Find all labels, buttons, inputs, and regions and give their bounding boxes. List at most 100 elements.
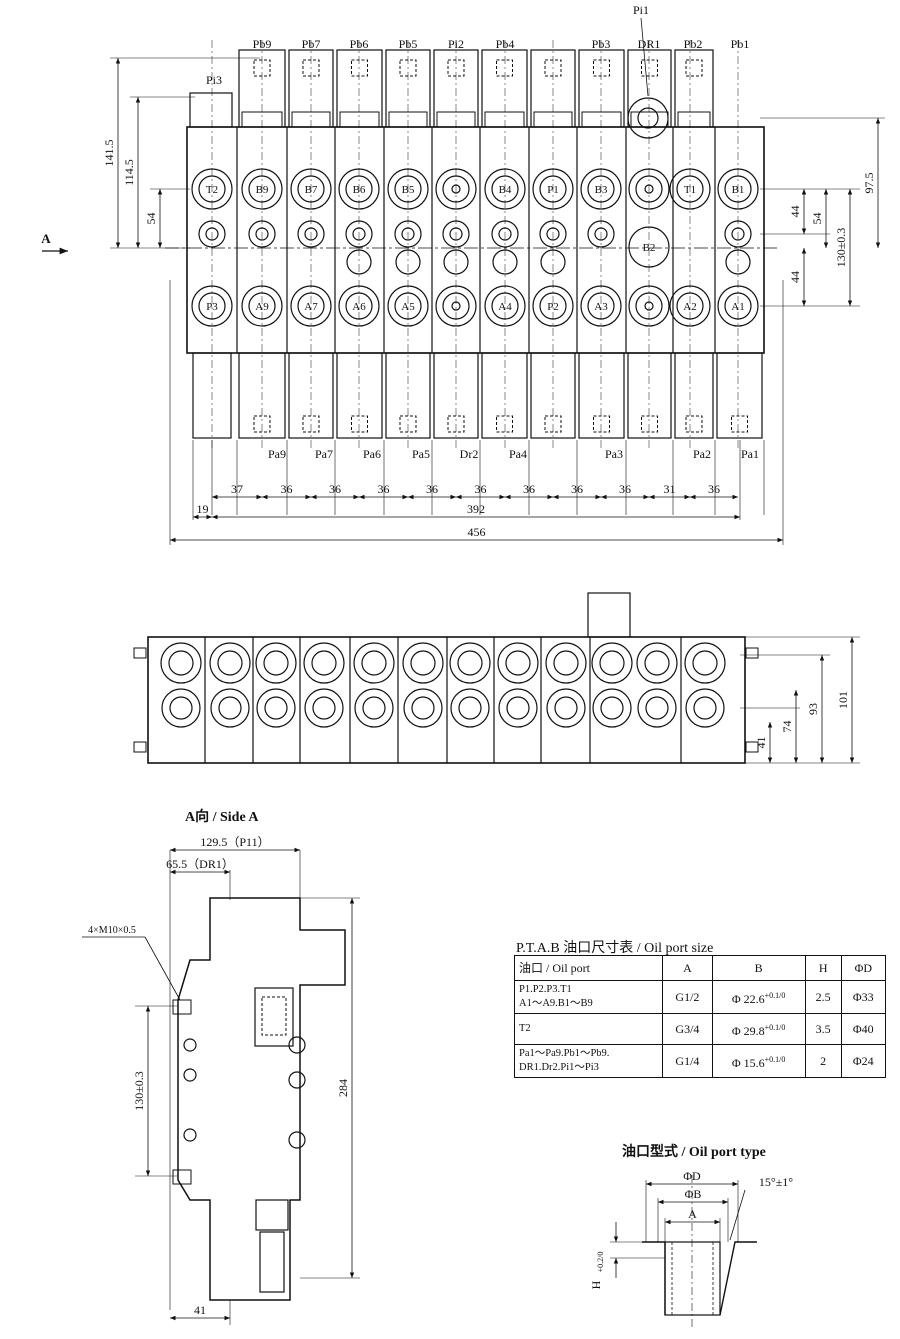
side-cover-port <box>261 996 287 1036</box>
front-port-boss <box>403 688 443 728</box>
front-port-boss <box>210 688 250 728</box>
spool-cap-bottom <box>238 352 286 439</box>
h-cell: 2.5 <box>804 980 842 1014</box>
dimension-19: 19 <box>197 502 209 516</box>
bottom-port-label: Pa5 <box>412 447 430 461</box>
pi1-port <box>637 107 659 129</box>
front-port-hole <box>693 696 717 720</box>
angle-label: 15°±1° <box>759 1175 793 1189</box>
port-line: Pa1～Pa9.Pb1～Pb9. <box>519 1048 610 1059</box>
port-cell: P1.P2.P3.T1 A1～A9.B1～B9 <box>513 980 664 1014</box>
bottom-port-label: Dr2 <box>460 447 479 461</box>
front-port-hole <box>263 650 289 676</box>
top-port-label: Pb2 <box>684 37 703 51</box>
spacing-dimension: 37 <box>231 482 243 496</box>
side-bolt <box>183 1128 197 1142</box>
port-square <box>496 415 513 433</box>
b-cell: Φ 29.8+0.1/0 <box>711 1013 806 1045</box>
port-square <box>351 59 368 77</box>
bottom-port-label: Pa9 <box>268 447 286 461</box>
col-header-d: ΦD <box>840 955 887 981</box>
col-header-h: H <box>804 955 842 981</box>
b-cell: Φ 15.6+0.1/0 <box>711 1044 806 1078</box>
front-bolt <box>133 647 147 659</box>
dimension-h-tol: +0.2/0 <box>596 1252 605 1273</box>
port-square <box>731 415 748 433</box>
bottom-port-label: Pa1 <box>741 447 759 461</box>
dimension-41-side: 41 <box>194 1303 206 1317</box>
front-relief-valve <box>587 592 631 638</box>
bottom-port-label: Pa2 <box>693 447 711 461</box>
bottom-port-label: Pa3 <box>605 447 623 461</box>
spool-cap-bottom <box>578 352 625 439</box>
top-port-label: Pb5 <box>399 37 418 51</box>
top-port-label: Pb4 <box>496 37 515 51</box>
front-port-hole <box>217 650 243 676</box>
spool-cap-bottom <box>674 352 714 439</box>
port-square <box>641 415 658 433</box>
col-header-port: 油口 / Oil port <box>513 955 664 981</box>
pi3-label: Pi3 <box>206 73 222 87</box>
spool-cap-top <box>481 49 528 128</box>
bottom-port-label: Pa6 <box>363 447 381 461</box>
port-type-bore <box>664 1241 721 1316</box>
spool-cap-top <box>674 49 714 128</box>
dimension-44-a: 44 <box>788 206 802 218</box>
top-port-label: Pb9 <box>253 37 272 51</box>
dimension-97-5: 97.5 <box>862 173 876 194</box>
front-port-hole <box>644 650 670 676</box>
bottom-port-label: Pa7 <box>315 447 333 461</box>
b-value: Φ 29.8 <box>731 1023 765 1038</box>
dimension-41: 41 <box>754 737 768 749</box>
front-port-hole <box>506 696 530 720</box>
spool-cap-bottom <box>288 352 334 439</box>
front-port-boss <box>304 688 344 728</box>
front-port-boss <box>636 642 678 684</box>
dimension-phi-d: ΦD <box>683 1169 701 1183</box>
front-port-boss <box>685 688 725 728</box>
oil-port-size-table: 油口 / Oil port A B H ΦD P1.P2.P3.T1 A1～A9… <box>513 955 887 1078</box>
dimension-54-left: 54 <box>144 213 158 225</box>
port-square <box>685 415 703 433</box>
port-line: T2 <box>519 1023 531 1034</box>
dimension-a: A <box>688 1207 697 1221</box>
cap-flange <box>581 111 622 128</box>
front-port-hole <box>599 650 625 676</box>
front-port-boss <box>209 642 251 684</box>
spacing-dimension: 36 <box>378 482 390 496</box>
dimension-130: 130±0.3 <box>834 228 848 268</box>
front-port-boss <box>160 642 202 684</box>
spacing-dimension: 36 <box>426 482 438 496</box>
inlet-cap-bottom <box>192 352 232 439</box>
top-port-label: Pb6 <box>350 37 369 51</box>
side-marker-label: A <box>41 231 51 246</box>
port-type-heading: 油口型式 / Oil port type <box>622 1145 766 1160</box>
front-port-hole <box>692 650 718 676</box>
b-value: Φ 15.6 <box>731 1055 765 1070</box>
pi1-boss <box>627 97 669 139</box>
spool-cap-bottom <box>481 352 528 439</box>
top-port-label: Pb3 <box>592 37 611 51</box>
front-port-boss <box>449 642 491 684</box>
front-port-boss <box>255 642 297 684</box>
front-port-boss <box>591 642 633 684</box>
port-line: A1～A9.B1～B9 <box>519 998 593 1009</box>
dimension-456: 456 <box>468 525 486 539</box>
front-port-boss <box>592 688 632 728</box>
port-square <box>593 415 610 433</box>
port-type-left-wall <box>642 1241 666 1315</box>
dimension-129-5: 129.5（P11） <box>200 835 269 849</box>
spool-cap-bottom <box>433 352 479 439</box>
port-line: P1.P2.P3.T1 <box>519 984 572 995</box>
front-port-boss <box>353 642 395 684</box>
front-port-hole <box>361 650 387 676</box>
spool-cap-bottom <box>336 352 383 439</box>
cap-flange <box>339 111 380 128</box>
spool-cap-bottom <box>716 352 763 439</box>
spool-cap-top <box>578 49 625 128</box>
pi3-boss <box>189 92 233 128</box>
thread-callout: 4×M10×0.5 <box>88 925 136 936</box>
